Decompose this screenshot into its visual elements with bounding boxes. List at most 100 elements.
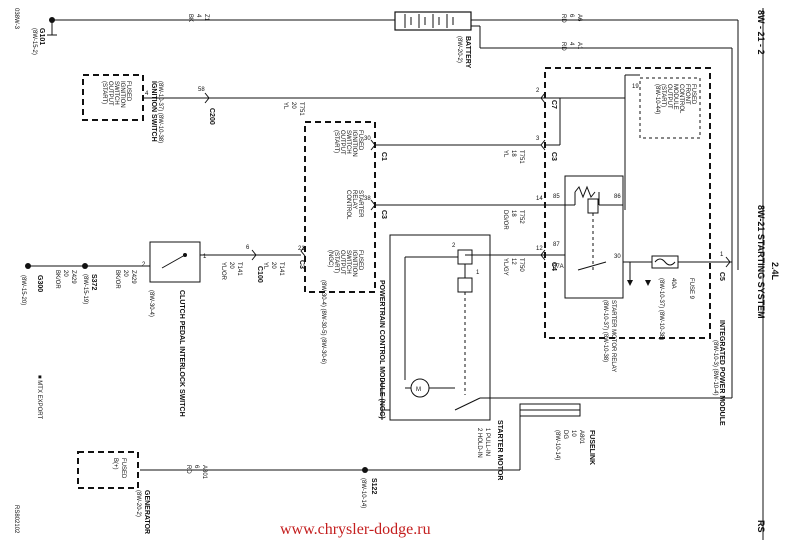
t751-mid-code: T751 [518, 150, 524, 164]
clutch-pin-1: 1 [203, 254, 207, 260]
arrow-marker-1 [627, 280, 633, 286]
pcm-21-4: OUTPUT [339, 250, 345, 275]
a6-gauge: 6 [568, 14, 574, 18]
c3-label-a: C3 [380, 210, 387, 219]
g300-label: G300 [36, 275, 43, 292]
relay-resistor [574, 185, 596, 199]
pcm-pin-30: 30 [364, 136, 371, 142]
bottom-left-code: RS802102 [13, 505, 19, 534]
t141-color: YL [262, 262, 268, 270]
page-ref: 8W - 21 - 2 [756, 10, 766, 55]
pin-86: 86 [614, 194, 621, 200]
z1-code: Z1 [203, 14, 209, 22]
ign-pin-text-4: OUTPUT [107, 81, 113, 106]
pcm-30-3: SWITCH [345, 130, 351, 154]
ipm-label: INTEGRATED POWER MODULE [718, 320, 725, 426]
c4-pin-12: 12 [536, 246, 543, 252]
c3-connector-symbol-b [300, 245, 306, 257]
battery-cells [404, 14, 454, 28]
gen-text-1: FUSED [120, 458, 126, 479]
pcm-30-2: IGNITION [351, 130, 357, 157]
s372-ref: (8W-15-19) [82, 274, 88, 304]
starter-contact [454, 397, 481, 411]
ign-pin-text-3: SWITCH [113, 81, 119, 105]
pcm-30-4: OUTPUT [339, 130, 345, 155]
pcm-30-1: FUSED [357, 130, 363, 151]
c3-label-b: C3 [298, 260, 305, 269]
a801-color: RD [185, 465, 191, 474]
c7-pin-mid: 3 [536, 136, 540, 142]
ign-pin: 4 [145, 91, 149, 97]
z1-color: BK [187, 14, 193, 22]
clutch-pin-2: 2 [142, 262, 146, 268]
pin-85: 85 [553, 194, 560, 200]
ignition-switch-ref: (8W-10-37) (8W-10-38) [157, 81, 163, 143]
pcm-21-1: FUSED [357, 250, 363, 271]
pcm-label: POWERTRAIN CONTROL MODULE (NGC) [378, 280, 385, 419]
t750-code: T750 [518, 258, 524, 272]
left-code: 038W-3 [13, 8, 19, 30]
fuselink-circuit: A801 [578, 430, 584, 445]
c5-connector-symbol [725, 256, 731, 268]
t750-gauge: 12 [510, 258, 516, 265]
t751-top-gauge: 20 [290, 102, 296, 109]
pcm-38-1: STARTER [357, 190, 363, 218]
ign-pin-text-5: (START) [101, 81, 107, 104]
c100-connector-symbol [251, 249, 257, 261]
watermark-url[interactable]: www.chrysler-dodge.ru [280, 521, 431, 538]
corner-code: RS [756, 520, 766, 533]
hold-in-coil [457, 277, 473, 293]
c200-label: C200 [208, 108, 215, 125]
z429-color: BK/OR [114, 270, 120, 289]
z429b-gauge: 20 [62, 270, 68, 277]
relay-pin-2: 2 [452, 243, 456, 249]
fcm-text-5: OUTPUT [666, 84, 672, 109]
c4-label: C4 [550, 262, 557, 271]
c100-label: C100 [256, 266, 263, 283]
g300-ref: (8W-15-20) [20, 275, 26, 305]
fcm-text-4: MODULE [672, 84, 678, 110]
fuse-name: FUSE 9 [688, 278, 694, 300]
relay-pin-1: 1 [476, 270, 480, 276]
t750-color: YL/GY [502, 258, 508, 276]
pcm-21-3: SWITCH [345, 250, 351, 274]
fcm-text-6: (START) [660, 84, 666, 107]
z429b-color: BK/OR [54, 270, 60, 289]
ipm-box [544, 67, 711, 339]
starter-motor-label: STARTER MOTOR [496, 420, 503, 480]
s372-splice [82, 263, 88, 269]
fuse-element [654, 258, 676, 266]
fcm-text-2: FRONT [684, 84, 690, 105]
clutch-switch-ref: (8W-30-4) [148, 290, 154, 317]
ign-pin-text-1: FUSED [125, 81, 131, 102]
starter-pull-in: 1 PULL-IN [484, 428, 490, 456]
pcm-21-6: (NGC) [327, 250, 333, 267]
clutch-switch-box [149, 241, 201, 283]
a801-gauge: 6 [193, 465, 199, 469]
t141b-code: T141 [236, 262, 242, 276]
fuselink-color: DG [562, 430, 568, 439]
g101-ref: (8W-15-2) [31, 28, 37, 55]
pin-30: 30 [614, 254, 621, 260]
c7-connector-symbol-top [540, 92, 546, 104]
ign-pin-text-2: IGNITION [119, 81, 125, 108]
c1-connector-symbol [370, 139, 376, 151]
t751-mid-gauge: 18 [510, 150, 516, 157]
c100-pin: 6 [246, 245, 250, 251]
fuselink-ref: (8W-10-14) [554, 430, 560, 460]
s122-splice [362, 467, 368, 473]
t141b-gauge: 20 [228, 262, 234, 269]
relay-coil [587, 198, 599, 214]
gen-text-2: B(+) [112, 458, 118, 470]
s122-label: S122 [370, 478, 377, 494]
a6-code: A6 [576, 14, 582, 22]
starter-relay-ref: (8W-10-37) (8W-10-38) [602, 300, 608, 362]
fcm-text-3: CONTROL [678, 84, 684, 114]
t752-color: DG/OR [502, 210, 508, 230]
generator-label: GENERATOR [143, 490, 150, 534]
generator-box [77, 451, 139, 489]
engine-label: 2.4L [770, 262, 780, 281]
pcm-box [304, 121, 376, 293]
a801-code: A801 [201, 465, 207, 480]
fuse-ref: (8W-10-37) (8W-10-38) [658, 278, 664, 340]
